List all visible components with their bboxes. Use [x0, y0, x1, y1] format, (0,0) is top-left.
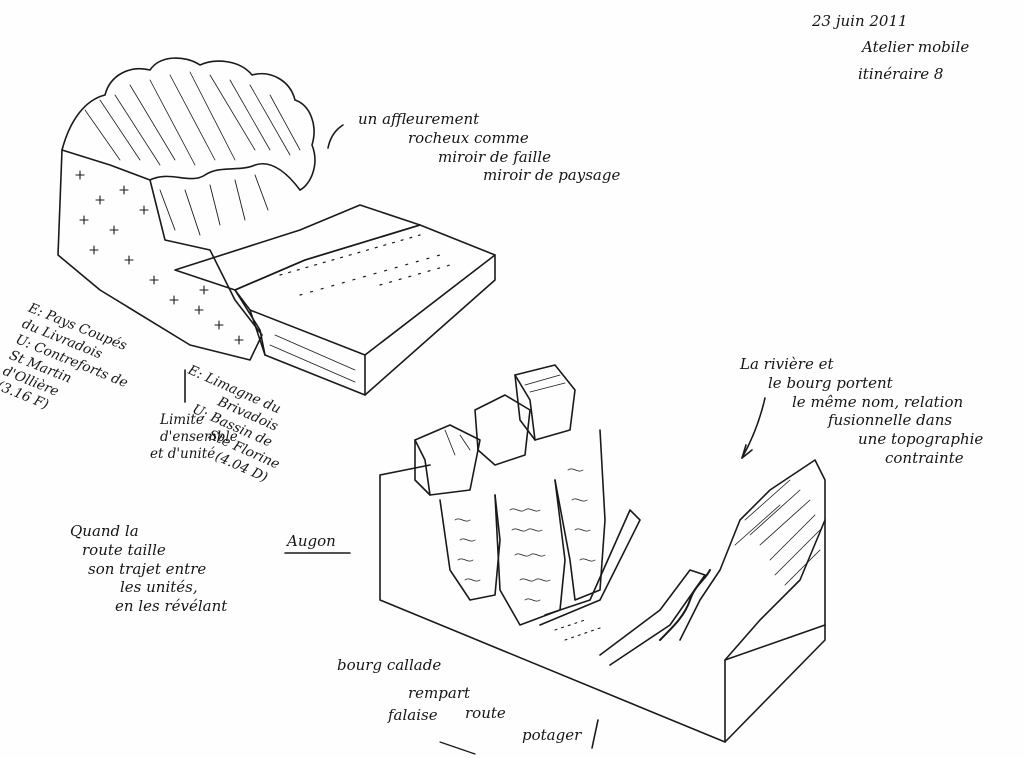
place-name: Augon — [287, 532, 336, 551]
cliff-2 — [494, 479, 566, 626]
cliff-3 — [554, 429, 606, 601]
workshop-header: Atelier mobile — [862, 38, 969, 57]
date-header: 23 juin 2011 — [812, 12, 908, 31]
upper-block-diagram — [57, 57, 496, 396]
label-route: route — [465, 704, 506, 723]
cliff-texture — [454, 468, 596, 602]
plateau-top — [234, 224, 496, 356]
road-line-2: route taille — [82, 540, 166, 559]
cliff-1 — [439, 494, 501, 601]
label-potager-text: potager — [522, 726, 582, 744]
vegetation-outline — [61, 57, 316, 191]
road-note: Quand la route taille son trajet entre l… — [70, 522, 227, 616]
river-line-5: une topographie — [858, 430, 984, 448]
river-line-6: contrainte — [885, 448, 964, 467]
lower-block-diagram — [379, 364, 826, 743]
date-label: 23 juin 2011 — [812, 12, 908, 30]
left-rock-face — [57, 149, 263, 361]
itinerary-header: itinéraire 8 — [858, 65, 943, 84]
itinerary-label: itinéraire 8 — [858, 65, 944, 83]
road-band — [174, 204, 421, 291]
outcrop-note: un affleurement rocheux comme miroir de … — [358, 110, 620, 185]
river-line-3: le même nom, relation — [792, 392, 964, 411]
place-name-label: Augon — [287, 532, 336, 550]
right-hillside — [679, 459, 826, 661]
road-line-1: Quand la — [70, 522, 139, 540]
plateau-side — [249, 309, 366, 396]
boundary-line-3: et d'unité — [150, 445, 216, 462]
label-falaise: falaise — [388, 706, 438, 725]
river-note: La rivière et le bourg portent le même n… — [740, 355, 983, 468]
road-strip — [539, 509, 641, 626]
house-2 — [474, 394, 531, 466]
outcrop-line-1: un affleurement — [358, 110, 480, 128]
garden-strip — [599, 569, 706, 666]
river — [659, 569, 711, 641]
river-arrow — [741, 397, 766, 459]
label-route-text: route — [465, 704, 506, 722]
vegetation-hatching — [84, 71, 301, 166]
boundary-line-2: d'ensemble — [160, 428, 238, 445]
boundary-line-1: Limite — [160, 412, 204, 428]
road-line-3: son trajet entre — [88, 559, 207, 578]
house-1 — [414, 424, 481, 496]
outcrop-pointer — [327, 124, 344, 149]
label-falaise-text: falaise — [388, 706, 438, 724]
label-rempart-text: rempart — [408, 684, 471, 702]
road-line-4: les unités, — [120, 578, 198, 597]
road-line-5: en les révélant — [115, 597, 228, 615]
label-bourg-text: bourg callade — [337, 656, 442, 674]
outcrop-line-2: rocheux comme — [408, 128, 529, 147]
workshop-label: Atelier mobile — [862, 38, 970, 56]
river-line-2: le bourg portent — [768, 373, 893, 392]
label-rempart: rempart — [408, 684, 470, 703]
label-bourg: bourg callade — [337, 656, 441, 675]
plateau-front — [364, 254, 496, 396]
outcrop-line-3: miroir de faille — [438, 147, 551, 166]
outcrop-line-4: miroir de paysage — [483, 166, 621, 185]
boundary-note: Limite d'ensemble et d'unité — [150, 412, 238, 463]
label-potager: potager — [522, 726, 581, 745]
potager-tick — [591, 719, 599, 749]
river-line-4: fusionnelle dans — [828, 411, 953, 430]
river-line-1: La rivière et — [740, 355, 834, 373]
granite-marks — [75, 170, 244, 345]
house-3 — [514, 364, 576, 441]
